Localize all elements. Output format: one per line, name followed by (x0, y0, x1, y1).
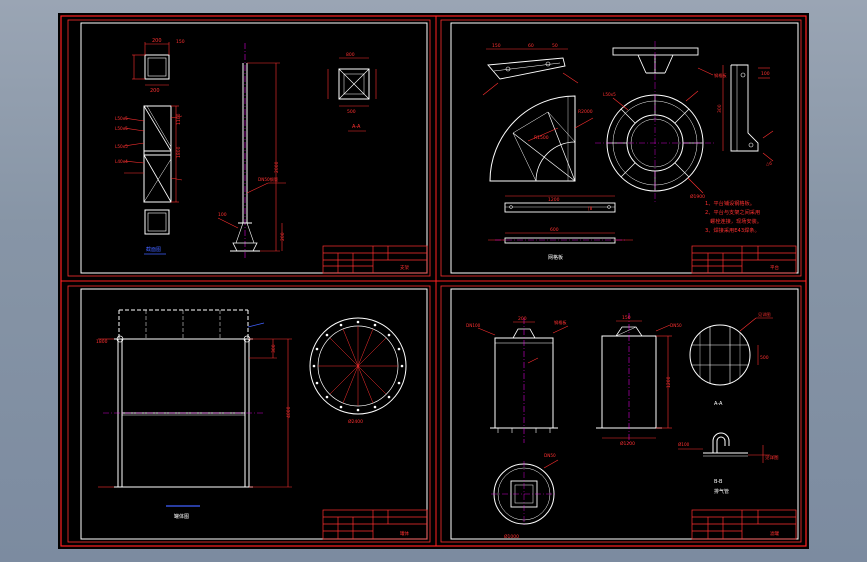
title-block-name: 罐体 (400, 530, 409, 537)
truss-elevation (143, 105, 172, 235)
title-block (691, 509, 797, 540)
dim-inner-radius: R1500 (534, 135, 549, 141)
sheet-support-frame: 支架 200 150 200 (67, 19, 431, 277)
tank-elevation (114, 309, 253, 488)
dim-inlet-width: 200 (518, 316, 527, 322)
dim-tank-height: 1200 (666, 376, 672, 388)
dim-bracket-c: 50 (552, 43, 558, 49)
callout-base-pipe: DN50 (544, 453, 556, 458)
callout-vent: DN50 (670, 323, 682, 328)
section-aa-label: A-A (352, 124, 361, 130)
note-3: 3、焊接采用E43焊条。 (705, 226, 760, 234)
dim-pole-height: 2000 (274, 161, 280, 173)
callout-platform-grating: 钢格板 (714, 72, 727, 79)
title-block (691, 245, 797, 274)
dim-channel-length: 1200 (548, 197, 560, 203)
dim-bracket-height: 300 (717, 104, 723, 113)
dim-aa-width: 800 (346, 52, 355, 58)
dim-channel-span: 600 (550, 227, 559, 233)
caption-tank-body: 罐体图 (174, 513, 189, 520)
cad-drawing-canvas: 支架 200 150 200 (58, 13, 809, 549)
title-block (322, 245, 428, 274)
bracket-detail (487, 57, 566, 80)
callout-left-grating: 钢格板 (554, 319, 567, 326)
caption-vent-pipe: 排气管 (714, 488, 729, 495)
caption-grating: 网格板 (548, 254, 563, 261)
pole-elevation (230, 43, 260, 258)
dim-flange-diameter: Ø2400 (348, 418, 363, 425)
flange-plan (309, 317, 407, 415)
dim-base-height: 200 (280, 232, 286, 241)
sheet-platform: 平台 150 60 50 (440, 19, 802, 277)
callout-angle-3: L50x5 (115, 144, 128, 149)
title-block-name: 滤罐 (770, 530, 779, 537)
note-2: 2、平台与支架之间采用 (705, 208, 760, 216)
title-block-name: 平台 (770, 264, 779, 271)
dim-top-cap: 150 (622, 315, 631, 321)
section-aa-view (338, 68, 370, 100)
dim-top-gap: 150 (176, 39, 185, 45)
title-block-name: 支架 (400, 264, 409, 271)
dim-vent-diameter: Ø100 (678, 442, 690, 447)
dim-bracket-a: 150 (492, 43, 501, 49)
callout-pipe: DN50钢管 (258, 176, 278, 183)
dim-base-diameter: Ø1000 (504, 533, 519, 540)
callout-channel: [8 (588, 206, 593, 211)
callout-inlet-pipe: DN100 (466, 323, 481, 328)
callout-see-detail: 见详图 (765, 454, 779, 461)
callout-angle-2: L50x5 (115, 126, 128, 131)
note-1: 1、平台铺设钢格板。 (705, 199, 755, 207)
platform-elevation (612, 47, 699, 74)
technical-notes: 1、平台铺设钢格板。 2、平台与支架之间采用 螺栓连接，现场安装。 3、焊接采用… (705, 199, 762, 234)
dim-grid-spacing: 500 (760, 355, 769, 361)
caption-bb: B-B (714, 479, 723, 485)
dim-truss-height: 1800 (176, 146, 182, 158)
dim-outer-radius: R2000 (578, 109, 593, 115)
sheet-tank-body: 罐体 (67, 285, 431, 543)
callout-angle-4: L40x4 (115, 159, 128, 164)
dim-top-width: 200 (152, 38, 162, 44)
dim-flange-height: 300 (271, 344, 277, 353)
dim-top-bottom: 200 (150, 88, 160, 94)
caption-aa: A-A (714, 401, 723, 407)
dim-base-width: 100 (218, 212, 227, 218)
grating-plan-aa (689, 324, 751, 386)
cad-drawing: 支架 200 150 200 (60, 15, 807, 547)
dim-tank-diameter: Ø1200 (620, 440, 635, 447)
dim-aa-bottom: 500 (347, 109, 356, 115)
caption-section: 截面图 (146, 246, 161, 253)
note-2-cont: 螺栓连接，现场安装。 (710, 217, 762, 225)
callout-weld: △6 (766, 161, 772, 166)
dim-bracket-b: 60 (528, 43, 534, 49)
dim-truss-upper: 1100 (176, 113, 182, 125)
callout-grid-bar: 见详图 (758, 311, 771, 318)
dim-tank-height: 4000 (286, 406, 292, 418)
sheet-filter-tank: 滤罐 200 DN100 钢格板 (440, 285, 802, 543)
callout-angle-1: L50x5 (115, 116, 128, 121)
base-plan-bb (491, 459, 559, 527)
dim-platform-diameter: Ø1900 (690, 193, 705, 200)
title-block (322, 509, 428, 540)
channel-detail (504, 202, 616, 244)
vent-pipe-detail (703, 432, 748, 457)
vertical-bracket (730, 64, 759, 152)
dim-tank-top-offset: 1800 (96, 339, 108, 345)
quarter-grating-plan (489, 95, 576, 182)
dim-bracket-top: 100 (761, 71, 770, 77)
callout-angle-steel: L50x5 (603, 92, 616, 97)
